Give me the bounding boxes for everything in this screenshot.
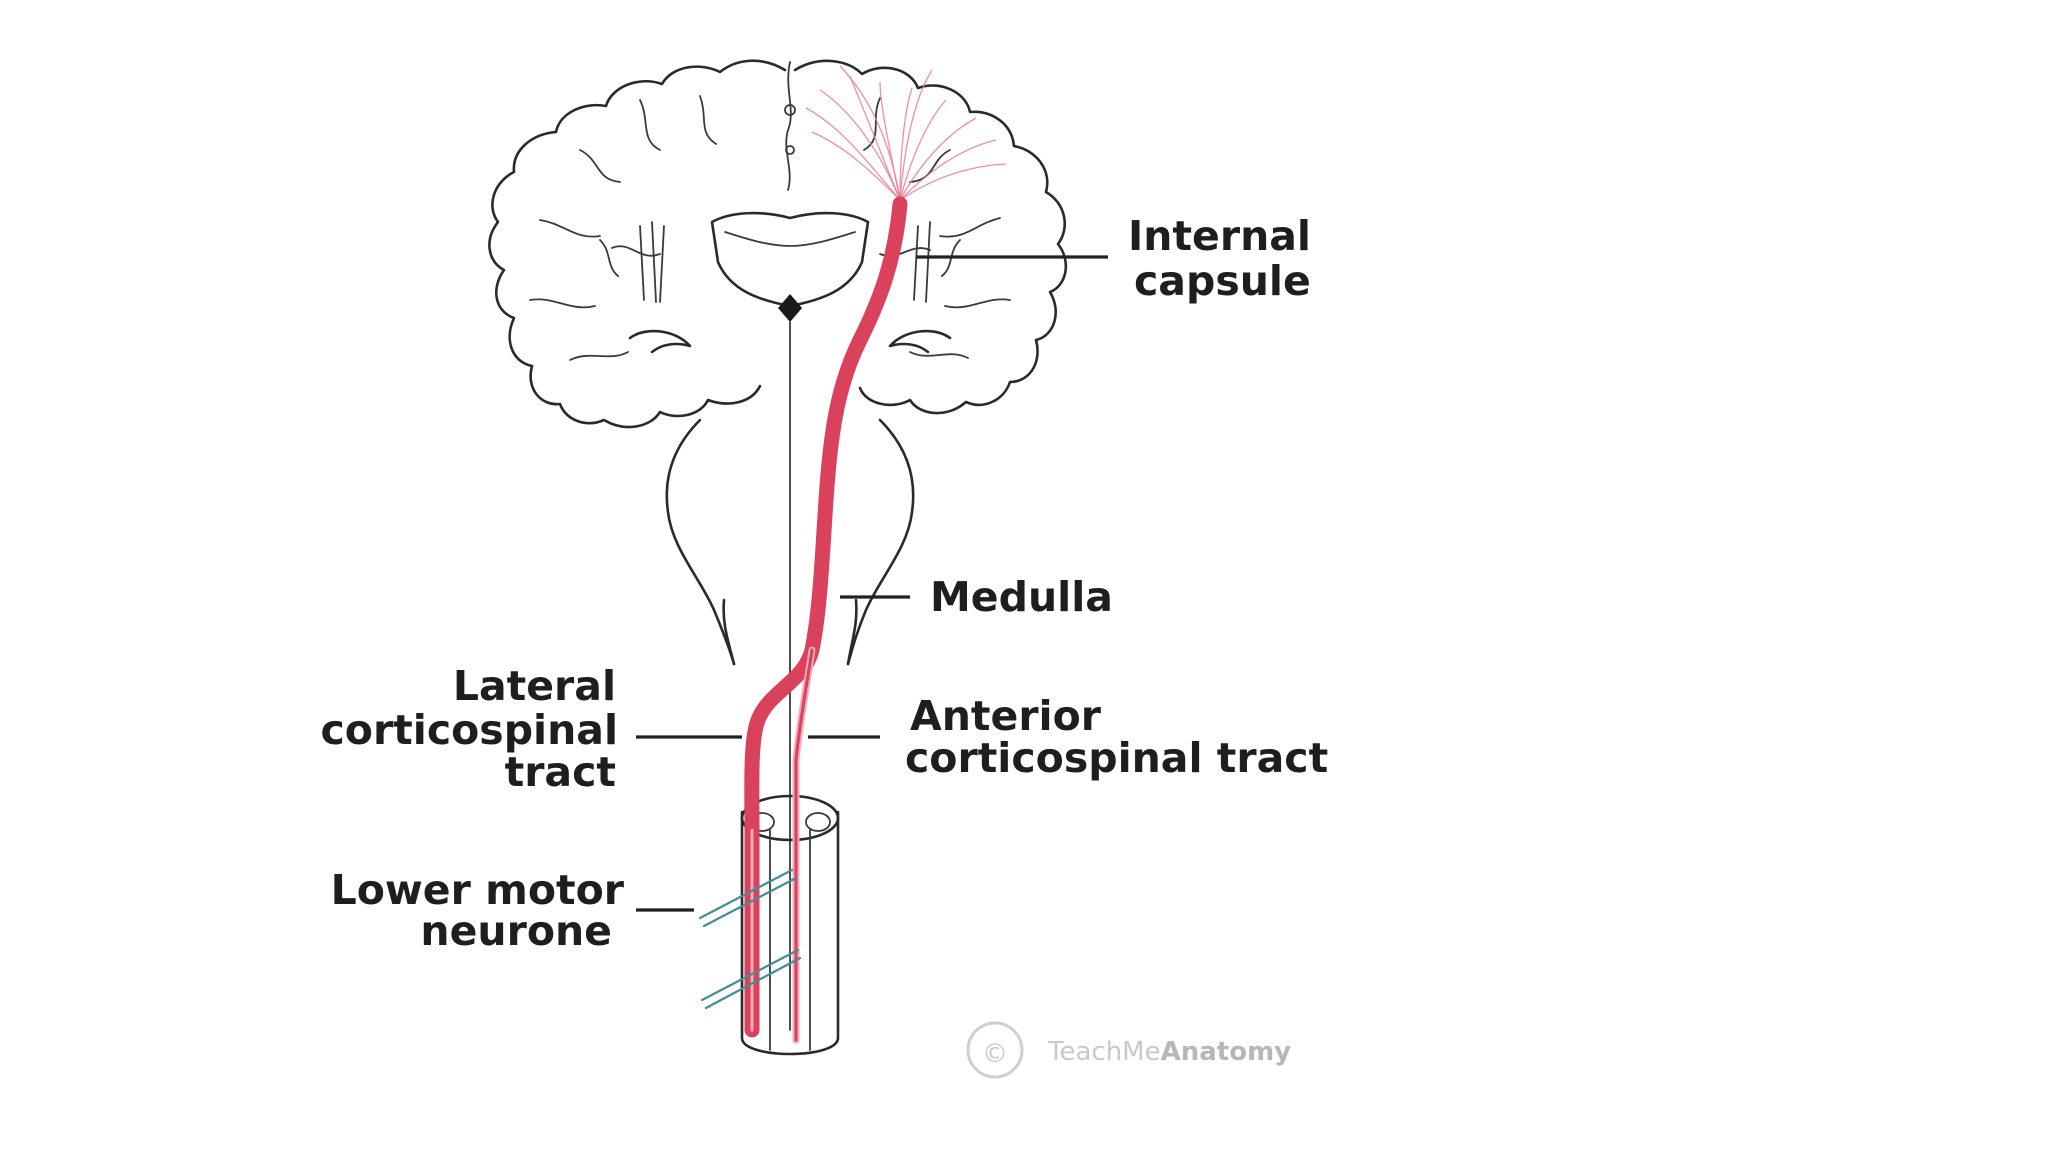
label-internal-capsule-line1: Internal (1128, 212, 1311, 260)
label-anterior-line2: corticospinal tract (905, 734, 1328, 782)
watermark-text-strong: Anatomy (1161, 1037, 1292, 1067)
label-lower-motor-line2: neurone (420, 907, 612, 955)
copyright-icon (966, 1021, 1024, 1079)
label-lateral-line3: tract (505, 748, 616, 796)
teachmeanatomy-watermark: © TeachMeAnatomy (966, 1021, 1291, 1079)
label-lower-motor-line1: Lower motor (331, 866, 625, 914)
brain-outline (488, 59, 1068, 1031)
label-lateral-line2: corticospinal (320, 706, 618, 754)
label-internal-capsule-line2: capsule (1134, 257, 1311, 305)
watermark-text: TeachMeAnatomy (1047, 1037, 1291, 1067)
watermark-symbol: © (982, 1039, 1008, 1069)
label-anterior-line1: Anterior (910, 692, 1102, 740)
label-lateral-line1: Lateral (453, 662, 616, 710)
label-medulla: Medulla (930, 573, 1113, 621)
corticospinal-tract (744, 196, 908, 1044)
labels: Internal capsule Medulla Lateral cortico… (320, 212, 1328, 955)
lower-motor-neurone-fibres (698, 868, 802, 1010)
cortical-fibre-fan (805, 65, 1007, 201)
watermark-text-light: TeachMe (1047, 1037, 1161, 1067)
leader-lines (636, 255, 1108, 912)
